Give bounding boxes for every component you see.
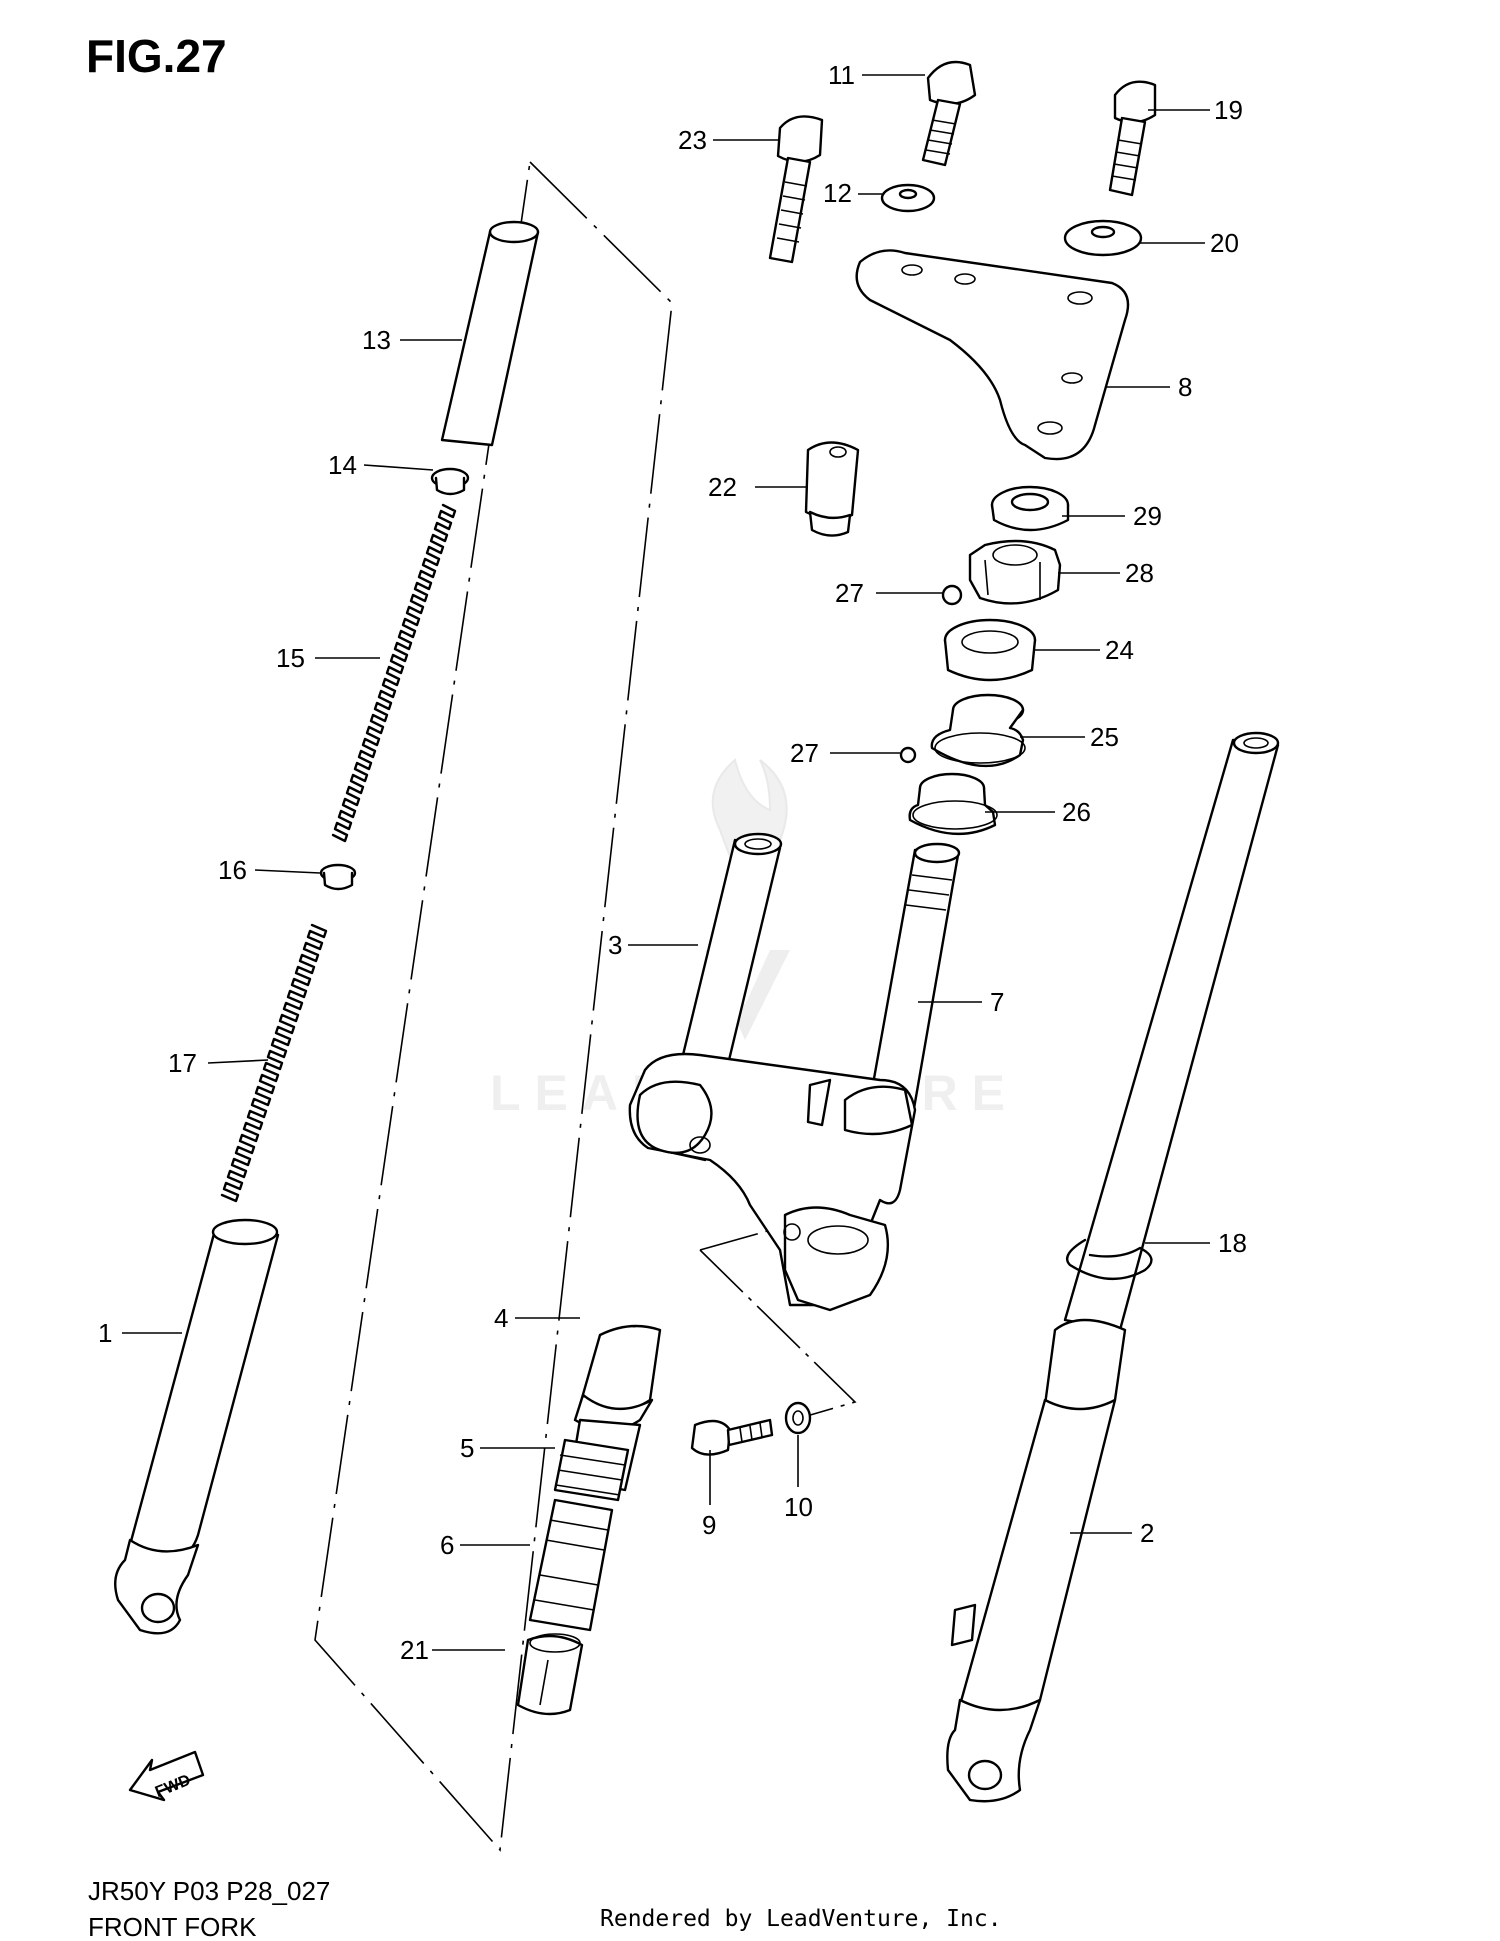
race-26 (908, 772, 998, 835)
race-24 (943, 618, 1037, 682)
outer-tube-1 (114, 1218, 280, 1635)
spring-guide-14 (430, 467, 470, 496)
callout-19: 19 (1214, 95, 1243, 125)
stem-nut-28 (968, 539, 1062, 605)
fork-spring-15 (331, 503, 457, 843)
callout-labels: 11 12 19 20 23 8 22 29 28 27 24 25 27 26… (98, 60, 1247, 1665)
exploded-group-outline (314, 161, 673, 1852)
callout-8: 8 (1178, 372, 1192, 402)
cap-22 (804, 441, 860, 537)
bolt-group-outline (699, 1227, 857, 1419)
callout-15: 15 (276, 643, 305, 673)
callout-5: 5 (460, 1433, 474, 1463)
bolt-9 (690, 1418, 774, 1456)
callout-1: 1 (98, 1318, 112, 1348)
callout-20: 20 (1210, 228, 1239, 258)
steering-stem-7 (628, 842, 961, 1312)
steel-ball-27b (899, 746, 917, 764)
outer-tube-2 (946, 731, 1280, 1803)
spring-seat-5 (553, 1438, 630, 1502)
clip-18 (1065, 1238, 1153, 1280)
rendered-by: Rendered by LeadVenture, Inc. (600, 1906, 1002, 1932)
callout-12: 12 (823, 178, 852, 208)
callout-4: 4 (494, 1303, 508, 1333)
washer-12 (880, 183, 936, 213)
callout-28: 28 (1125, 558, 1154, 588)
bolt-19 (1108, 80, 1157, 197)
fork-spring-17 (220, 923, 328, 1203)
callout-29: 29 (1133, 501, 1162, 531)
callout-11: 11 (828, 60, 855, 90)
tube-13 (440, 220, 540, 447)
callout-9: 9 (702, 1510, 716, 1540)
washer-20 (1063, 219, 1143, 257)
callout-10: 10 (784, 1492, 813, 1522)
callout-27a: 27 (835, 578, 864, 608)
race-25 (930, 693, 1026, 768)
steel-ball-27a (941, 584, 963, 606)
callout-24: 24 (1105, 635, 1134, 665)
bolt-23 (768, 115, 824, 264)
forward-arrow-icon: FWD (128, 1750, 205, 1802)
callout-23: 23 (678, 125, 707, 155)
callout-2: 2 (1140, 1518, 1154, 1548)
callout-22: 22 (708, 472, 737, 502)
section-name: FRONT FORK (88, 1912, 257, 1941)
callout-16: 16 (218, 855, 247, 885)
upper-bracket-8 (855, 249, 1130, 461)
lower-seat-21 (516, 1633, 584, 1716)
callout-18: 18 (1218, 1228, 1247, 1258)
callout-13: 13 (362, 325, 391, 355)
callout-7: 7 (990, 987, 1004, 1017)
leader-lines (122, 74, 1210, 1651)
damper-sleeve-6 (528, 1498, 614, 1632)
callout-21: 21 (400, 1635, 429, 1665)
model-code: JR50Y P03 P28_027 (88, 1876, 330, 1906)
callout-17: 17 (168, 1048, 197, 1078)
callout-6: 6 (440, 1530, 454, 1560)
callout-3: 3 (608, 930, 622, 960)
figure-title: FIG.27 (86, 30, 227, 82)
callout-27b: 27 (790, 738, 819, 768)
spring-guide-16 (319, 863, 357, 891)
callout-14: 14 (328, 450, 357, 480)
washer-10 (784, 1401, 812, 1435)
bolt-11 (921, 60, 977, 167)
callout-26: 26 (1062, 797, 1091, 827)
lock-nut-29 (990, 485, 1070, 532)
callout-25: 25 (1090, 722, 1119, 752)
